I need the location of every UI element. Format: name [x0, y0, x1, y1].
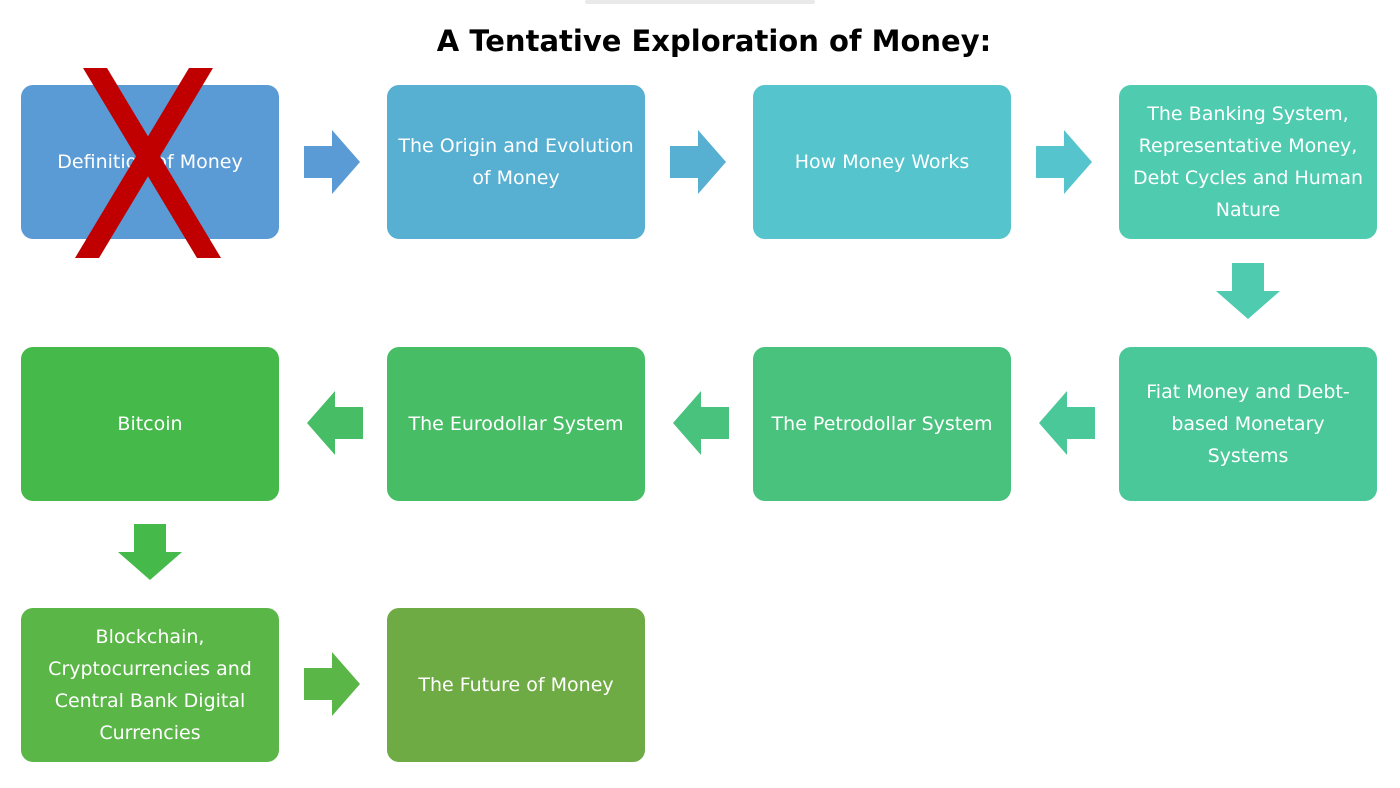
arrow-right-2: [670, 130, 726, 194]
node-blockchain-cbdc: Blockchain, Cryptocurrencies and Central…: [21, 608, 279, 762]
node-origin-and-evolution: The Origin and Evolution of Money: [387, 85, 645, 239]
arrow-down-1: [1216, 263, 1280, 319]
node-fiat-money: Fiat Money and Debt-based Monetary Syste…: [1119, 347, 1377, 501]
arrow-right-3: [1036, 130, 1092, 194]
node-eurodollar-system: The Eurodollar System: [387, 347, 645, 501]
arrow-left-3: [307, 391, 363, 455]
diagram-title: A Tentative Exploration of Money:: [436, 24, 992, 58]
crossed-out-mark: [75, 68, 221, 258]
node-bitcoin: Bitcoin: [21, 347, 279, 501]
top-edge-mark: [585, 0, 815, 4]
arrow-left-2: [673, 391, 729, 455]
arrow-right-4: [304, 652, 360, 716]
arrow-down-2: [118, 524, 182, 580]
arrow-right-1: [304, 130, 360, 194]
node-how-money-works: How Money Works: [753, 85, 1011, 239]
node-banking-system: The Banking System, Representative Money…: [1119, 85, 1377, 239]
node-future-of-money: The Future of Money: [387, 608, 645, 762]
node-petrodollar-system: The Petrodollar System: [753, 347, 1011, 501]
arrow-left-1: [1039, 391, 1095, 455]
